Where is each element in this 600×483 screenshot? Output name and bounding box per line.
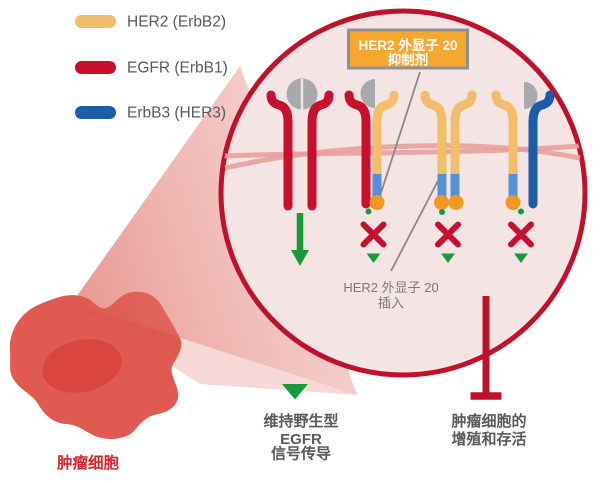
active-signal-arrowhead-icon [291, 250, 309, 266]
inhibitor-dot-icon [369, 195, 385, 210]
receptor-pair-egfr-her2 [344, 79, 399, 263]
legend-label-egfr: EGFR (ErbB1) [127, 60, 228, 77]
her2-receptor-icon [372, 90, 399, 183]
tumor-cell-nucleus [42, 339, 122, 393]
egfr-receptor-icon [344, 90, 371, 209]
egfr-signaling-caption-line3: 信号传导 [271, 445, 331, 463]
signal-dot-icon [518, 208, 524, 215]
reduced-signal-triangle-icon [366, 253, 381, 263]
inhibitor-box-label-line2: 抑制剂 [388, 52, 429, 68]
blocked-signal-x-icon [360, 221, 387, 248]
half-ligand-icon [360, 79, 375, 108]
egfr-receptor-icon [266, 90, 293, 211]
signal-dot-icon [365, 208, 372, 215]
insertion-callout-line [390, 176, 441, 272]
receptor-pair-her2-her2 [420, 90, 477, 263]
tumor-proliferation-caption-line1: 肿瘤细胞的 [451, 412, 526, 430]
inhibitor-dot-icon [448, 195, 464, 210]
insertion-label-line1: HER2 外显子 20 [343, 280, 438, 295]
reduced-signal-triangle-icon [514, 253, 528, 263]
legend: HER2 (ErbB2) EGFR (ErbB1) ErbB3 (HER3) [75, 14, 228, 122]
blocked-signal-x-icon [508, 221, 534, 248]
reduced-signal-triangle-icon [441, 253, 455, 263]
erbb3-receptor-icon [528, 90, 555, 209]
inhibition-tbar-icon [470, 296, 502, 400]
half-ligand-icon [524, 82, 538, 109]
her2-receptor-icon [420, 90, 447, 183]
egfr-receptor-icon [307, 90, 334, 211]
inhibitor-dot-icon [434, 195, 449, 210]
legend-swatch-erbb3 [75, 106, 116, 119]
inhibitor-dot-icon [505, 195, 521, 210]
receptor-pair-egfr-egfr [266, 78, 334, 266]
inhibitor-box-label-line1: HER2 外显子 20 [358, 37, 457, 53]
inhibitor-callout-line [378, 71, 421, 200]
insertion-label-line2: 插入 [378, 296, 404, 311]
legend-label-erbb3: ErbB3 (HER3) [127, 105, 226, 122]
egfr-signaling-caption-line1: 维持野生型 [263, 412, 338, 430]
inhibitor-box: HER2 外显子 20 抑制剂 [347, 28, 469, 70]
magnifier-cone-fold [72, 303, 357, 395]
legend-swatch-egfr [75, 61, 116, 74]
receptor-pair-her2-erbb3 [491, 82, 555, 263]
tumor-cell-label: 肿瘤细胞 [57, 453, 120, 472]
her2-receptor-icon [450, 90, 477, 183]
blocked-signal-x-icon [435, 221, 461, 248]
tumor-proliferation-caption-line2: 增殖和存活 [451, 430, 526, 448]
signal-dot-icon [439, 209, 445, 215]
legend-swatch-her2 [75, 15, 116, 28]
egfr-signaling-caption-line2: EGFR [280, 431, 322, 448]
her2-receptor-icon [491, 90, 518, 183]
wild-type-signal-triangle-icon [282, 384, 308, 400]
legend-label-her2: HER2 (ErbB2) [127, 14, 226, 31]
